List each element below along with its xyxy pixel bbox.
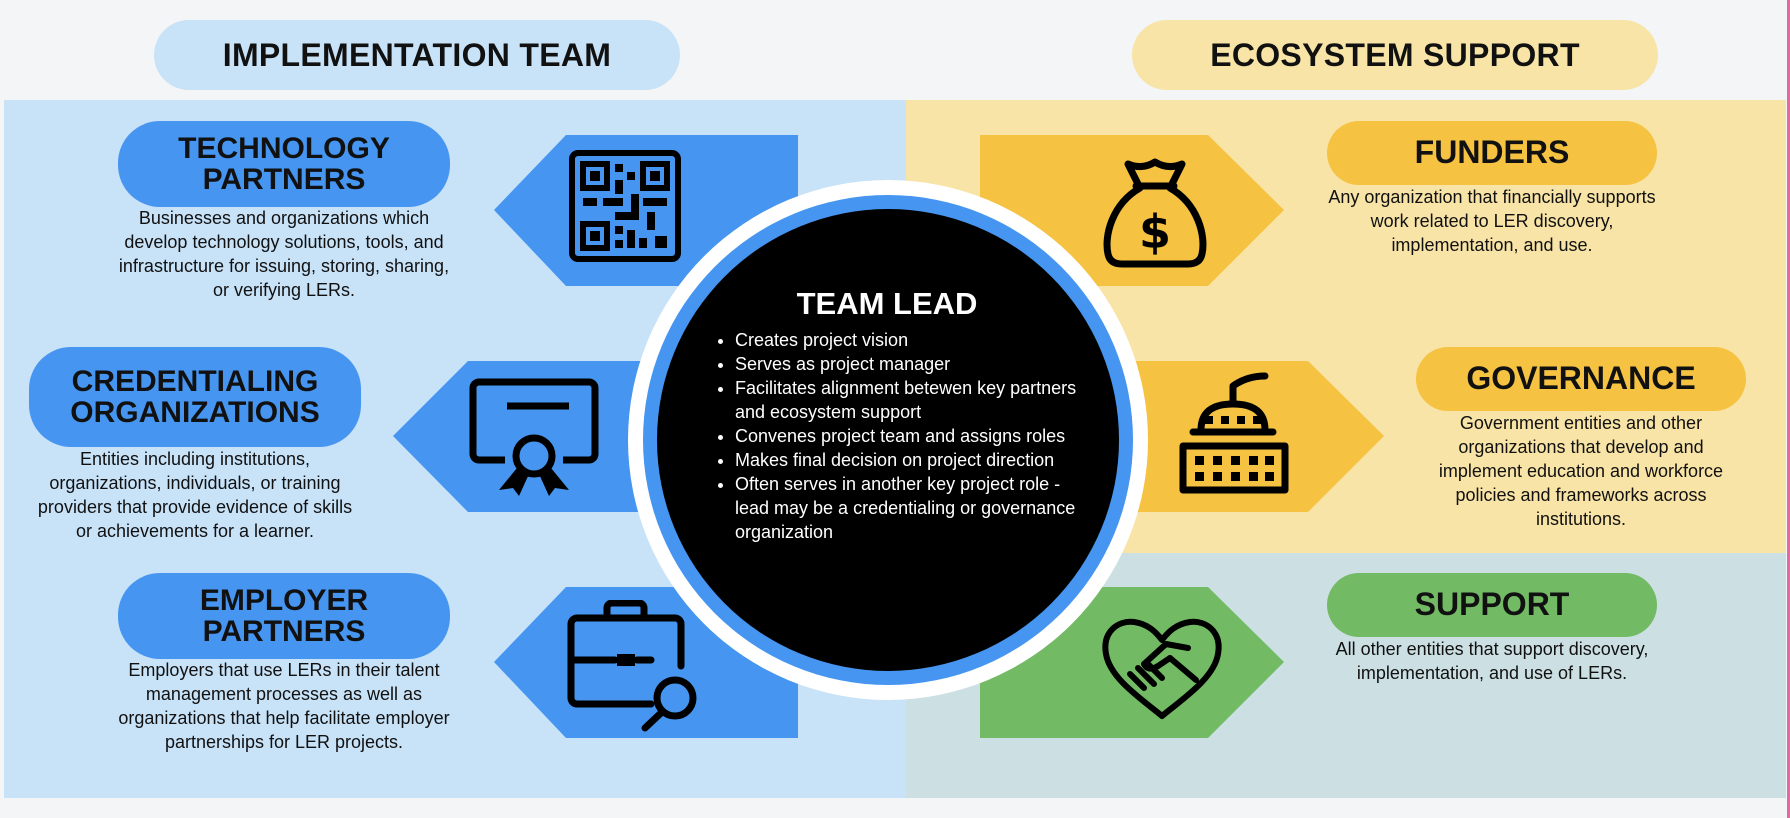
list-item: Often serves in another key project role… <box>735 472 1085 544</box>
pill-title-line: TECHNOLOGY <box>178 131 390 165</box>
ecosystem-support-header: ECOSYSTEM SUPPORT <box>1132 20 1658 90</box>
technology-partners-description: Businesses and organizations which devel… <box>118 208 450 300</box>
support-description: All other entities that support discover… <box>1335 639 1649 683</box>
pill-title-line: CREDENTIALING <box>71 364 319 398</box>
money-bag-icon: $ <box>1103 158 1207 268</box>
list-item: Creates project vision <box>735 328 1085 352</box>
technology-partners-pill: TECHNOLOGY PARTNERS <box>118 121 450 207</box>
credentialing-organizations-description: Entities including institutions, organiz… <box>37 449 353 541</box>
team-lead-circle <box>657 209 1119 671</box>
team-lead-title: TEAM LEAD <box>796 286 978 321</box>
list-item: Convenes project team and assigns roles <box>735 424 1085 448</box>
briefcase-search-icon <box>567 600 697 732</box>
governance-pill: GOVERNANCE <box>1416 347 1746 411</box>
list-item: Facilitates alignment betewen key partne… <box>735 376 1085 424</box>
pill-title-line: ORGANIZATIONS <box>70 396 320 429</box>
handshake-heart-icon <box>1102 618 1222 719</box>
employer-partners-pill: EMPLOYER PARTNERS <box>118 573 450 659</box>
governance-description: Government entities and other organizati… <box>1438 413 1724 529</box>
pill-title-line: PARTNERS <box>202 163 366 196</box>
list-item: Serves as project manager <box>735 352 1085 376</box>
support-pill: SUPPORT <box>1327 573 1657 637</box>
pill-title-line: EMPLOYER <box>199 583 369 617</box>
certificate-icon <box>469 378 599 496</box>
list-item: Makes final decision on project directio… <box>735 448 1085 472</box>
implementation-team-header: IMPLEMENTATION TEAM <box>154 20 680 90</box>
svg-text:$: $ <box>1139 205 1171 259</box>
edge-line <box>1787 0 1790 818</box>
capitol-building-icon <box>1179 372 1289 494</box>
pill-title-line: PARTNERS <box>202 615 366 648</box>
funders-description: Any organization that financially suppor… <box>1328 187 1656 255</box>
credentialing-organizations-pill: CREDENTIALING ORGANIZATIONS <box>29 347 361 447</box>
team-lead-responsibilities: Creates project vision Serves as project… <box>713 328 1085 544</box>
employer-partners-description: Employers that use LERs in their talent … <box>118 660 450 752</box>
qr-code-icon <box>569 150 681 262</box>
funders-pill: FUNDERS <box>1327 121 1657 185</box>
